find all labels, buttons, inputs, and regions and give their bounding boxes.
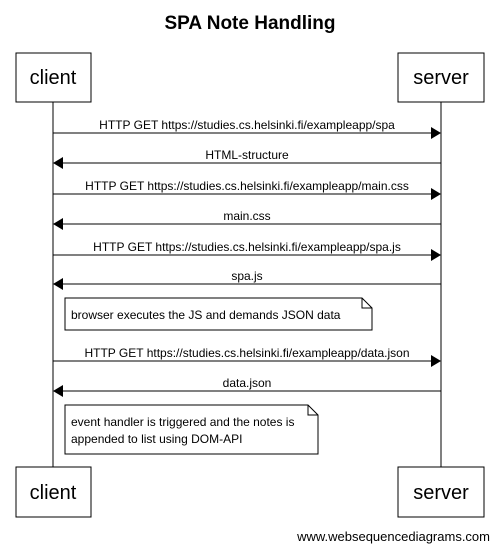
note [64, 297, 373, 331]
message-arrow [53, 218, 441, 230]
diagram-title: SPA Note Handling [165, 13, 336, 34]
note-text: browser executes the JS and demands JSON… [71, 308, 341, 322]
message-label: HTTP GET https://studies.cs.helsinki.fi/… [85, 179, 409, 193]
note-text: appended to list using DOM-API [71, 432, 242, 446]
message-label: HTTP GET https://studies.cs.helsinki.fi/… [84, 346, 409, 360]
client-actor-label-bottom: client [30, 482, 77, 504]
server-actor-box-top [397, 52, 485, 103]
message-arrow [53, 127, 441, 139]
server-actor-box-bottom [397, 466, 485, 518]
note-text: event handler is triggered and the notes… [71, 415, 294, 429]
client-actor-label-top: client [30, 67, 77, 89]
message-label: spa.js [231, 269, 262, 283]
message-label: HTML-structure [205, 148, 289, 162]
message-arrow [53, 278, 441, 290]
message-label: data.json [223, 376, 272, 390]
footer-link[interactable]: www.websequencediagrams.com [296, 529, 490, 544]
message-arrow [53, 385, 441, 397]
note [64, 404, 319, 455]
message-arrow [53, 355, 441, 367]
client-actor-box-bottom [15, 466, 92, 518]
message-label: main.css [223, 209, 270, 223]
message-arrow [53, 157, 441, 169]
message-label: HTTP GET https://studies.cs.helsinki.fi/… [93, 240, 401, 254]
message-arrow [53, 249, 441, 261]
server-actor-label-top: server [413, 67, 469, 89]
message-label: HTTP GET https://studies.cs.helsinki.fi/… [99, 118, 395, 132]
server-actor-label-bottom: server [413, 482, 469, 504]
message-arrow [53, 188, 441, 200]
client-actor-box-top [15, 52, 92, 103]
